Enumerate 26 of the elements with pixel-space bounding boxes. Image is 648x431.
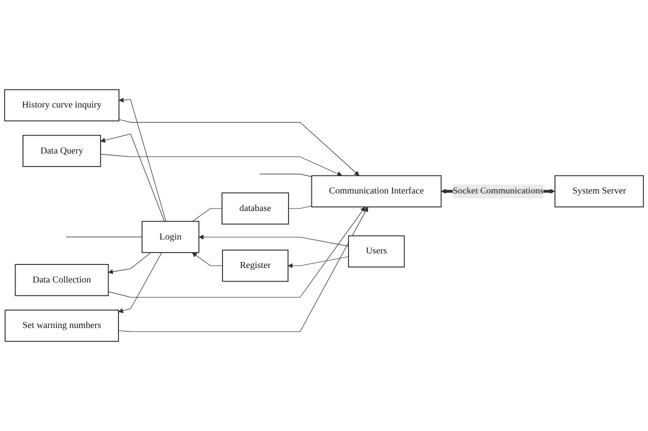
node-box: Set warning numbers — [4, 310, 119, 342]
connector — [288, 206, 312, 209]
arrow — [118, 119, 360, 176]
edge-label: Socket Communications — [452, 186, 544, 196]
node-box: Register — [222, 250, 288, 282]
connector — [259, 174, 312, 177]
connector — [192, 208, 222, 222]
arrow — [192, 252, 223, 266]
node-box: database — [222, 192, 289, 225]
arrow — [100, 154, 342, 176]
arrow — [198, 234, 349, 246]
node-box: Login — [142, 220, 200, 253]
arrow — [118, 206, 368, 332]
connector — [66, 236, 142, 238]
arrow — [100, 134, 165, 222]
node-box: Data Collection — [14, 264, 109, 296]
node-box: Communication Interface — [311, 175, 442, 208]
arrow — [118, 252, 162, 314]
arrow — [118, 98, 166, 222]
arrow — [288, 256, 349, 268]
node-box: Users — [348, 235, 405, 268]
node-box: History curve inquiry — [4, 89, 120, 122]
node-box: System Server — [554, 175, 644, 208]
arrow — [108, 206, 366, 298]
node-box: Data Query — [22, 134, 102, 167]
arrow — [108, 252, 152, 274]
